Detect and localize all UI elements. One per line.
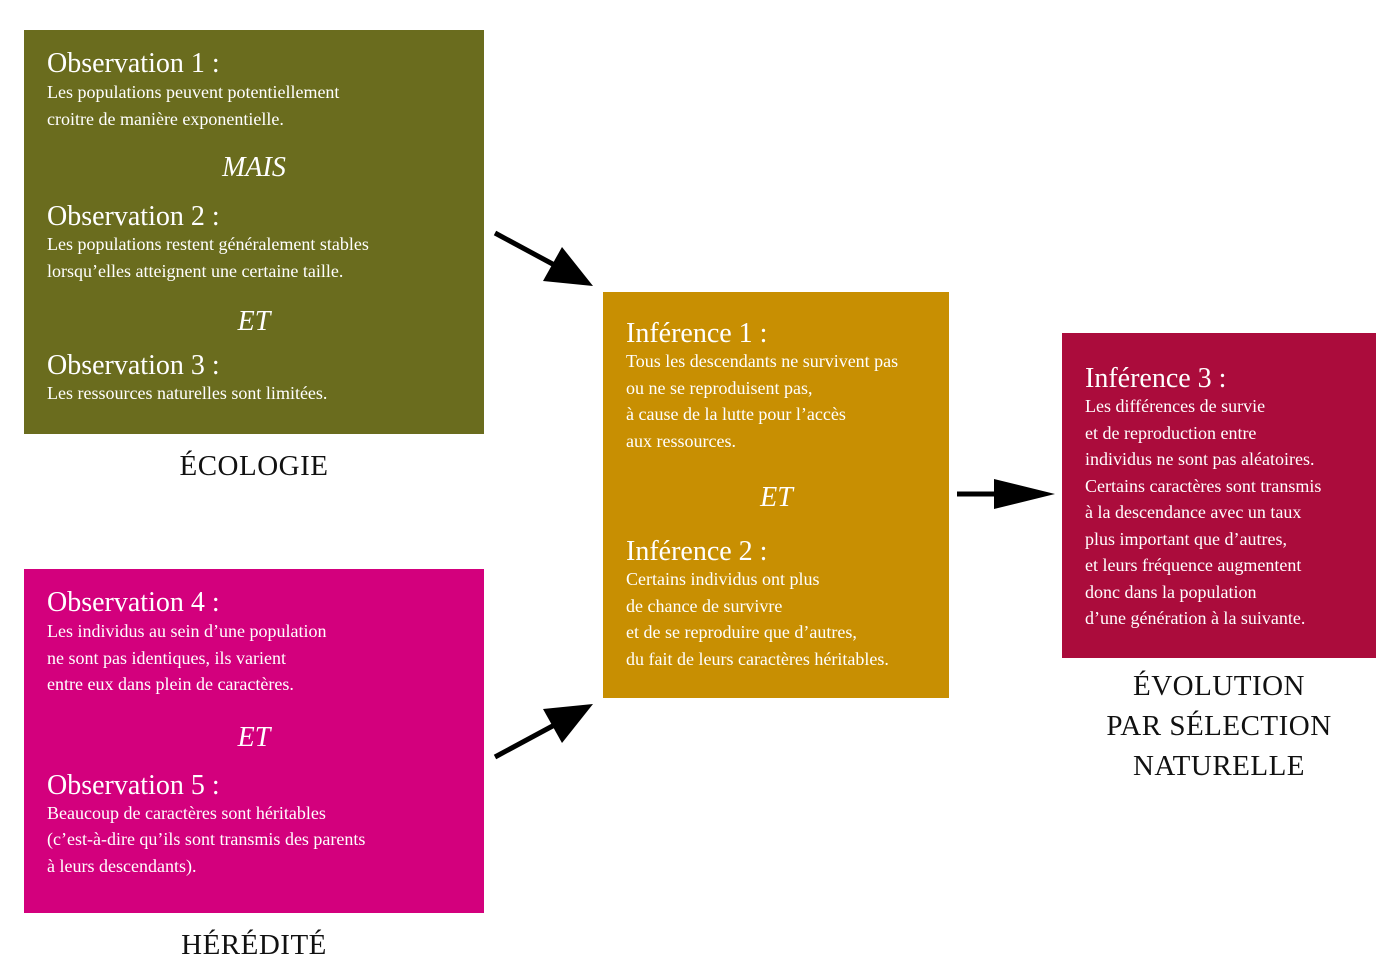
connector-et-ecologie: ET: [237, 306, 271, 337]
ecologie-box: Observation 1 : Les populations peuvent …: [24, 30, 484, 434]
inference-1-title: Inférence 1 :: [626, 318, 768, 349]
observation-4-text: Les individus au sein d’une population n…: [47, 621, 327, 694]
connector-et-heredite: ET: [237, 721, 271, 753]
observation-5-title: Observation 5 :: [47, 769, 220, 801]
connector-mais: MAIS: [222, 152, 286, 183]
inference-2-text: Certains individus ont plus de chance de…: [626, 569, 889, 669]
inference-box: Inférence 1 : Tous les descendants ne su…: [603, 292, 949, 698]
observation-3-text: Les ressources naturelles sont limitées.: [47, 383, 328, 403]
evolution-box: Inférence 3 : Les différences de survie …: [1062, 333, 1376, 658]
arrow-heredite-to-inference: [493, 719, 562, 760]
inference-3-text: Les différences de survie et de reproduc…: [1085, 396, 1322, 628]
ecologie-label: ÉCOLOGIE: [179, 450, 329, 482]
evolution-label: ÉVOLUTION PAR SÉLECTION NATURELLE: [1106, 670, 1332, 782]
inference-1-text: Tous les descendants ne survivent pas ou…: [626, 351, 899, 451]
observation-3-title: Observation 3 :: [47, 350, 220, 381]
arrowhead-inference-to-evolution: [994, 479, 1055, 509]
observation-2-text: Les populations restent généralement sta…: [47, 234, 369, 281]
connector-et-inference: ET: [760, 482, 793, 513]
inference-2-title: Inférence 2 :: [626, 536, 768, 567]
arrow-ecologie-to-inference: [493, 230, 562, 271]
heredite-label: HÉRÉDITÉ: [181, 929, 327, 961]
arrowhead-heredite-to-inference: [543, 704, 593, 743]
observation-1-title: Observation 1 :: [47, 48, 220, 79]
observation-1-text: Les populations peuvent potentiellement …: [47, 82, 340, 129]
arrowhead-ecologie-to-inference: [543, 247, 593, 286]
observation-5-text: Beaucoup de caractères sont héritables (…: [47, 802, 366, 876]
inference-3-title: Inférence 3 :: [1085, 363, 1227, 394]
observation-2-title: Observation 2 :: [47, 201, 220, 232]
observation-4-title: Observation 4 :: [47, 587, 220, 618]
heredite-box: Observation 4 : Les individus au sein d’…: [24, 569, 484, 913]
